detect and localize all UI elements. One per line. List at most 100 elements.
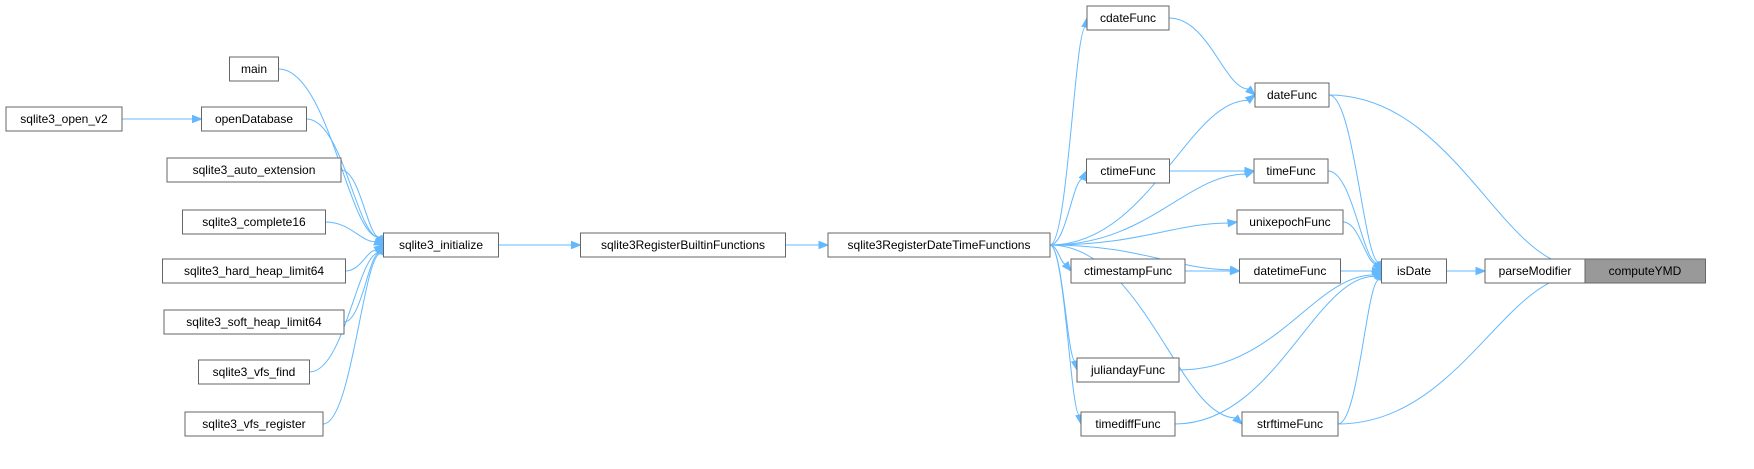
node-label: sqlite3_open_v2: [20, 112, 108, 126]
node-time-func[interactable]: timeFunc: [1253, 158, 1329, 184]
node-label: ctimeFunc: [1100, 164, 1155, 178]
node-label: isDate: [1397, 264, 1431, 278]
edge-line: [1327, 170, 1378, 264]
node-box: [184, 411, 324, 437]
edge-timediff-func-to-is-date: [1174, 270, 1383, 425]
node-box: [1070, 258, 1186, 284]
edge-line: [278, 68, 379, 238]
node-box: [580, 232, 786, 258]
edge-is-date-to-parse-modifier: [1446, 266, 1487, 276]
node-label: sqlite3_vfs_find: [213, 365, 296, 379]
node-label: cdateFunc: [1100, 11, 1156, 25]
node-label: openDatabase: [215, 112, 293, 126]
edge-date-func-to-compute-ymd: [1328, 94, 1586, 272]
edge-arrowhead: [1061, 260, 1072, 273]
node-box: [163, 309, 345, 335]
edge-date-func-to-is-date: [1328, 94, 1383, 273]
node-label: dateFunc: [1267, 88, 1317, 102]
edge-arrowhead: [571, 240, 582, 250]
edge-sqlite3-register-date-time-functions-to-datetime-func: [1049, 244, 1241, 274]
node-strftime-func[interactable]: strftimeFunc: [1241, 411, 1339, 437]
node-timediff-func[interactable]: timediffFunc: [1080, 411, 1176, 437]
edge-arrowhead: [1227, 218, 1239, 228]
node-sqlite3-register-builtin-functions[interactable]: sqlite3RegisterBuiltinFunctions: [580, 232, 786, 258]
node-ctime-func[interactable]: ctimeFunc: [1086, 158, 1170, 184]
edge-arrowhead: [1245, 85, 1257, 96]
edge-sqlite3-register-date-time-functions-to-ctime-func: [1049, 169, 1088, 246]
node-cdate-func[interactable]: cdateFunc: [1086, 5, 1170, 31]
node-label: strftimeFunc: [1257, 417, 1323, 431]
node-sqlite3-register-date-time-functions[interactable]: sqlite3RegisterDateTimeFunctions: [827, 232, 1051, 258]
node-label: sqlite3_vfs_register: [202, 417, 305, 431]
node-box: [827, 232, 1051, 258]
edge-line: [343, 252, 380, 323]
node-box: [1239, 258, 1341, 284]
edge-sqlite3-register-builtin-functions-to-sqlite3-register-date-time-functions: [785, 240, 830, 250]
edge-sqlite3-open-v2-to-open-database: [122, 114, 203, 124]
node-is-date[interactable]: isDate: [1381, 258, 1447, 284]
node-box: [229, 56, 279, 82]
edge-sqlite3-register-date-time-functions-to-unixepoch-func: [1049, 218, 1239, 246]
edge-ctime-func-to-time-func: [1169, 166, 1256, 176]
edge-line: [325, 221, 376, 243]
node-box: [1584, 258, 1706, 284]
edge-arrowhead: [373, 237, 385, 246]
node-label: unixepochFunc: [1249, 215, 1330, 229]
node-sqlite3-complete16[interactable]: sqlite3_complete16: [182, 209, 326, 235]
edge-line: [306, 118, 379, 238]
edge-line: [1049, 244, 1231, 271]
edge-line: [1049, 244, 1080, 416]
edge-line: [1328, 94, 1578, 267]
node-box: [1076, 357, 1180, 383]
node-box: [1254, 82, 1330, 108]
edge-line: [1337, 275, 1577, 425]
node-sqlite3-vfs-find[interactable]: sqlite3_vfs_find: [198, 359, 310, 385]
node-label: sqlite3RegisterDateTimeFunctions: [848, 238, 1031, 252]
node-open-database[interactable]: openDatabase: [201, 106, 307, 132]
node-label: sqlite3_complete16: [202, 215, 306, 229]
node-sqlite3-open-v2[interactable]: sqlite3_open_v2: [5, 106, 123, 132]
node-main[interactable]: main: [229, 56, 279, 82]
node-sqlite3-vfs-register[interactable]: sqlite3_vfs_register: [184, 411, 324, 437]
edge-line: [1328, 94, 1380, 263]
node-label: timediffFunc: [1095, 417, 1160, 431]
edge-arrowhead: [818, 240, 830, 250]
node-label: computeYMD: [1609, 264, 1682, 278]
call-graph-nodes: computeYMD parseModifier isDate dateFunc cda…: [5, 5, 1706, 437]
node-sqlite3-soft-heap-limit64[interactable]: sqlite3_soft_heap_limit64: [163, 309, 345, 335]
node-box: [1253, 158, 1329, 184]
node-label: sqlite3_auto_extension: [193, 163, 316, 177]
node-date-func[interactable]: dateFunc: [1254, 82, 1330, 108]
edge-sqlite3-register-date-time-functions-to-strftime-func: [1049, 244, 1244, 425]
node-sqlite3-initialize[interactable]: sqlite3_initialize: [383, 232, 499, 258]
edge-arrowhead: [1078, 169, 1088, 182]
edge-cdate-func-to-date-func: [1168, 17, 1257, 96]
node-ctimestamp-func[interactable]: ctimestampFunc: [1070, 258, 1186, 284]
node-label: sqlite3_hard_heap_limit64: [184, 264, 324, 278]
node-box: [1484, 258, 1586, 284]
edge-julianday-func-to-is-date: [1178, 270, 1383, 371]
call-graph-edges: [122, 16, 1594, 426]
node-sqlite3-auto-extension[interactable]: sqlite3_auto_extension: [166, 157, 342, 183]
node-datetime-func[interactable]: datetimeFunc: [1239, 258, 1341, 284]
edge-line: [1049, 244, 1236, 419]
node-parse-modifier[interactable]: parseModifier: [1484, 258, 1586, 284]
node-box: [1080, 411, 1176, 437]
node-box: [1381, 258, 1447, 284]
edge-arrowhead: [1229, 265, 1241, 274]
node-box: [1086, 158, 1170, 184]
edge-line: [1337, 279, 1380, 425]
node-julianday-func[interactable]: juliandayFunc: [1076, 357, 1180, 383]
node-label: main: [241, 62, 267, 76]
node-label: juliandayFunc: [1090, 363, 1165, 377]
node-box: [201, 106, 307, 132]
edge-sqlite3-auto-extension-to-sqlite3-initialize: [340, 169, 385, 247]
node-unixepoch-func[interactable]: unixepochFunc: [1236, 209, 1344, 235]
edge-arrowhead: [192, 114, 203, 124]
edge-strftime-func-to-is-date: [1337, 269, 1383, 425]
node-label: sqlite3_soft_heap_limit64: [186, 315, 322, 329]
edge-arrowhead: [1475, 266, 1487, 276]
node-sqlite3-hard-heap-limit64[interactable]: sqlite3_hard_heap_limit64: [162, 258, 346, 284]
node-compute-ymd[interactable]: computeYMD: [1584, 258, 1706, 284]
